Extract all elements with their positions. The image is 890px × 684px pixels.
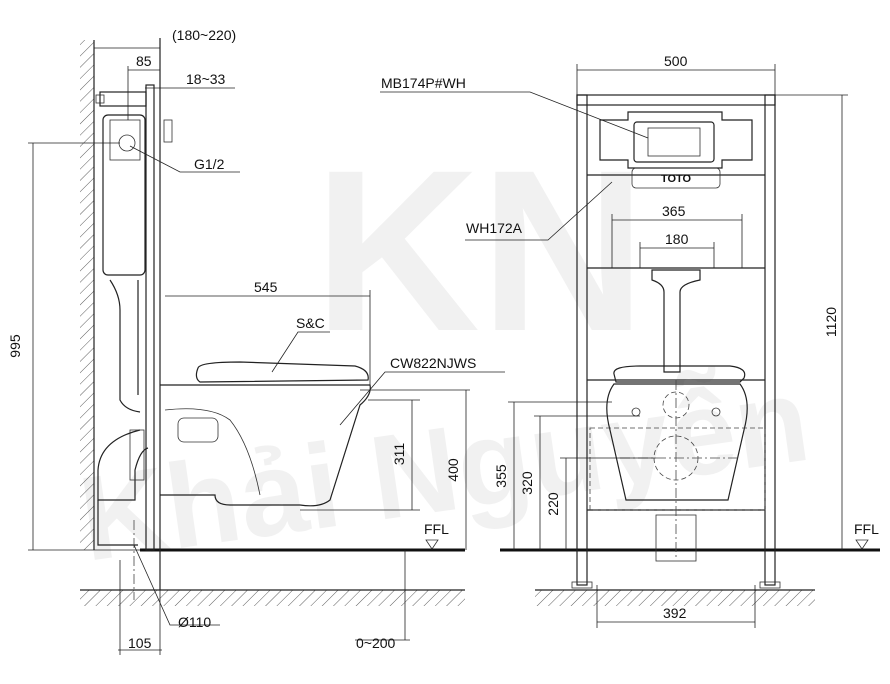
- side-view: (180~220) 85 18~33 G1/2 995 545 S&C CW82…: [7, 27, 505, 655]
- seat-label: S&C: [296, 315, 325, 331]
- frame-right-post: [764, 94, 776, 586]
- dim-18-33-text: 18~33: [186, 71, 226, 87]
- dim-400-text: 400: [445, 458, 461, 482]
- bowl-front: [606, 383, 748, 501]
- pipe-leader: [133, 544, 220, 626]
- ffl-left-label: FFL: [424, 521, 449, 537]
- frame-top-rail: [576, 94, 776, 106]
- floor-hatch: [80, 590, 465, 606]
- ffl-right-label: FFL: [854, 521, 879, 537]
- right-foot: [759, 581, 781, 589]
- cistern-inlet-box: [109, 119, 141, 161]
- wall-bracket: [99, 91, 147, 107]
- dim-105-text: 105: [128, 635, 152, 651]
- bowl-label: CW822NJWS: [390, 355, 476, 371]
- dim-1120-text: 1120: [823, 307, 839, 337]
- seat-cover: [195, 361, 369, 383]
- front-view: TOTO 500 MB174P#WH WH172A 365: [380, 53, 880, 628]
- bracket-bolt: [95, 94, 105, 104]
- bowl-outlet: [177, 417, 219, 443]
- drain-zone: [589, 427, 766, 511]
- left-foot: [571, 581, 593, 589]
- brand-badge: TOTO: [661, 173, 692, 185]
- flush-pipe: [109, 279, 141, 413]
- inlet-valve: [118, 134, 136, 152]
- right-floor-hatch: [535, 590, 815, 606]
- dim-180-text: 180: [665, 231, 689, 247]
- waste-connector: [129, 429, 145, 481]
- dim-392-text: 392: [663, 605, 687, 621]
- waste-pipe: [97, 500, 138, 546]
- flush-plate-label: MB174P#WH: [381, 75, 466, 91]
- frame-label: WH172A: [466, 220, 523, 236]
- seat-front: [613, 365, 746, 383]
- dim-545-text: 545: [254, 279, 278, 295]
- watermark-logo: KN: [314, 122, 646, 379]
- dim-320-text: 320: [519, 471, 535, 495]
- dim-355-text: 355: [493, 464, 509, 488]
- dim-365-text: 365: [662, 203, 686, 219]
- dim-220-text: 220: [545, 492, 561, 516]
- fix-right: [711, 407, 721, 417]
- ffl-right-marker: [855, 539, 869, 550]
- bowl-inner: [164, 408, 261, 496]
- cistern-front: [599, 111, 753, 169]
- flush-button: [647, 127, 701, 157]
- frame-leader: [465, 181, 613, 241]
- flush-pipe-front: [651, 269, 701, 373]
- bowl-leader: [339, 371, 505, 426]
- flush-plate: [633, 121, 715, 163]
- toilet-bowl-side: [160, 384, 371, 507]
- inlet-text: G1/2: [194, 156, 225, 172]
- seat-leader: [271, 331, 330, 373]
- cistern-tank: [102, 114, 146, 276]
- frame-post: [145, 84, 155, 551]
- flush-plate-leader: [380, 91, 649, 139]
- dim-311-text: 311: [391, 443, 407, 466]
- inlet-leader: [129, 145, 240, 173]
- dim-500-text: 500: [664, 53, 688, 69]
- brand-plate: [631, 167, 721, 189]
- drain-pipe: [655, 514, 697, 562]
- dim-0-200-text: 0~200: [356, 635, 396, 651]
- pipe-text: Ø110: [178, 614, 211, 630]
- wall-hatch: [80, 40, 94, 550]
- dim-85-text: 85: [136, 53, 152, 69]
- ffl-left-marker: [425, 539, 439, 550]
- dim-frame-depth-text: (180~220): [172, 27, 236, 43]
- flush-plate-side: [163, 119, 173, 143]
- dim-995-text: 995: [7, 334, 23, 358]
